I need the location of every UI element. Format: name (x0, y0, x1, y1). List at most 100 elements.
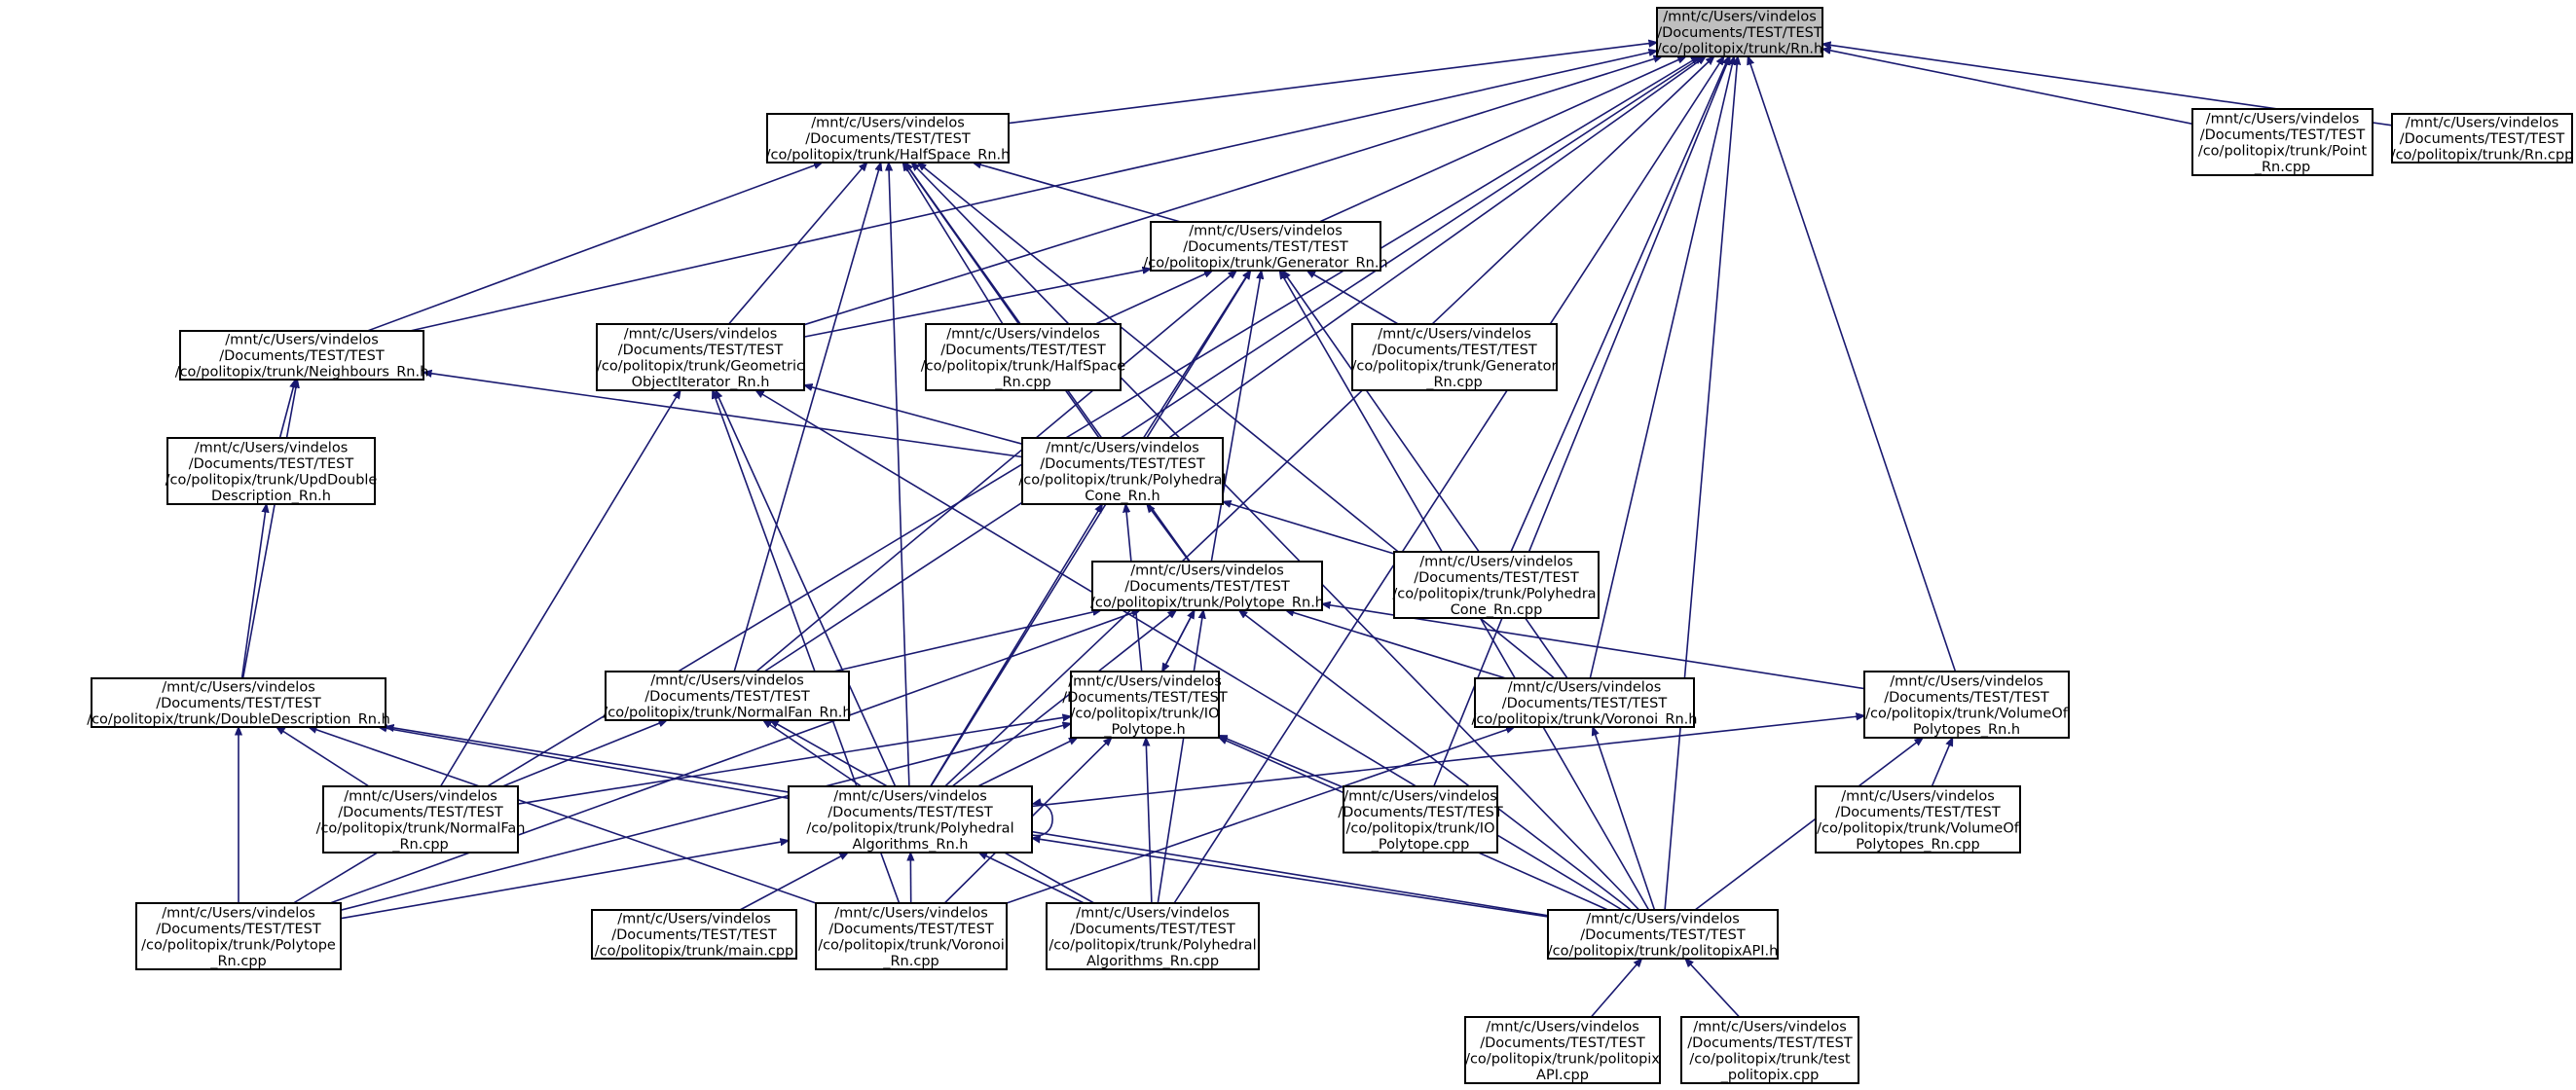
node-label-line: /Documents/TEST/TEST (1070, 922, 1235, 937)
node-box (925, 323, 1122, 391)
node-polytope-h[interactable]: /mnt/c/Users/vindelos/Documents/TEST/TES… (1090, 561, 1324, 611)
edge-polytope_cpp-to-polytope_h (329, 610, 1140, 904)
node-politopixapi-h[interactable]: /mnt/c/Users/vindelos/Documents/TEST/TES… (1547, 909, 1779, 960)
edge-main_cpp-to-polyalgo_h (739, 853, 848, 911)
node-label-line: API.cpp (1536, 1068, 1589, 1083)
edge-polytope_h-to-io_polytope_h (1162, 609, 1196, 672)
node-label-line: /co/politopix/trunk/Point (2198, 143, 2368, 159)
node-io-polytope-cpp[interactable]: /mnt/c/Users/vindelos/Documents/TEST/TES… (1338, 785, 1503, 854)
node-rn-cpp[interactable]: /mnt/c/Users/vindelos/Documents/TEST/TES… (2391, 113, 2574, 164)
edge-normalfan_cpp-to-doubledesc_h (276, 727, 370, 787)
edge-polytope_cpp-to-polyalgo_h (340, 841, 789, 920)
node-halfspace-cpp[interactable]: /mnt/c/Users/vindelos/Documents/TEST/TES… (921, 323, 1125, 391)
edge-normalfan_h-to-halfspace_h (733, 163, 881, 672)
node-label-line: /mnt/c/Users/vindelos (1046, 440, 1199, 455)
edge-polytope_h-to-generator_h (1210, 271, 1261, 563)
edge-politopixapi_h-to-volumeof_h (1694, 738, 1923, 911)
node-politopixapi-cpp[interactable]: /mnt/c/Users/vindelos/Documents/TEST/TES… (1464, 1016, 1661, 1084)
node-main-cpp[interactable]: /mnt/c/Users/vindelos/Documents/TEST/TES… (591, 909, 797, 960)
edge-normalfan_cpp-to-normalfan_h (502, 719, 667, 787)
node-rn-h[interactable]: /mnt/c/Users/vindelos/Documents/TEST/TES… (1656, 7, 1823, 57)
node-label-line: Polytopes_Rn.h (1913, 722, 2020, 738)
edge-politopixapi_h-to-voronoi_h (1593, 727, 1656, 911)
node-box (815, 902, 1008, 970)
node-label-line: /mnt/c/Users/vindelos (1068, 673, 1222, 689)
node-point-cpp[interactable]: /mnt/c/Users/vindelos/Documents/TEST/TES… (2191, 108, 2374, 176)
node-label-line: /Documents/TEST/TEST (1062, 690, 1228, 706)
node-box (788, 785, 1033, 854)
node-label-line: /Documents/TEST/TEST (1338, 805, 1503, 820)
edge-polyalgo_h-to-doubledesc_h (379, 727, 790, 800)
edge-volumeof_cpp-to-volumeof_h (1931, 738, 1954, 787)
node-label-line: /Documents/TEST/TEST (611, 927, 777, 943)
node-label-line: /mnt/c/Users/vindelos (1189, 224, 1343, 239)
node-geomiter-h[interactable]: /mnt/c/Users/vindelos/Documents/TEST/TES… (596, 323, 805, 391)
edge-voronoi_h-to-rn_h (1589, 56, 1734, 679)
node-box (1656, 7, 1823, 57)
node-normalfan-h[interactable]: /mnt/c/Users/vindelos/Documents/TEST/TES… (603, 671, 852, 721)
node-polycone-cpp[interactable]: /mnt/c/Users/vindelos/Documents/TEST/TES… (1392, 551, 1601, 619)
node-label-line: /Documents/TEST/TEST (1687, 1036, 1853, 1051)
node-label-line: /co/politopix/trunk/VolumeOf (1865, 706, 2069, 721)
node-label-line: /mnt/c/Users/vindelos (195, 440, 349, 455)
node-polyalgo-cpp[interactable]: /mnt/c/Users/vindelos/Documents/TEST/TES… (1046, 902, 1260, 970)
node-label-line: _Rn.cpp (2254, 160, 2311, 175)
node-upddouble-h[interactable]: /mnt/c/Users/vindelos/Documents/TEST/TES… (166, 437, 378, 505)
node-label-line: /mnt/c/Users/vindelos (1586, 912, 1740, 927)
node-doubledesc-h[interactable]: /mnt/c/Users/vindelos/Documents/TEST/TES… (87, 677, 390, 728)
node-volumeof-h[interactable]: /mnt/c/Users/vindelos/Documents/TEST/TES… (1863, 671, 2070, 739)
node-box (591, 909, 797, 960)
node-generator-cpp[interactable]: /mnt/c/Users/vindelos/Documents/TEST/TES… (1351, 323, 1558, 391)
edge-neighbours_h-to-rn_h (410, 51, 1657, 332)
node-label-line: /mnt/c/Users/vindelos (1343, 788, 1497, 804)
node-label-line: /Documents/TEST/TEST (805, 131, 971, 147)
node-label-line: /mnt/c/Users/vindelos (946, 326, 1100, 342)
node-box (166, 437, 376, 505)
node-label-line: /Documents/TEST/TEST (1884, 690, 2049, 706)
edge-politopixapi_cpp-to-politopixapi_h (1590, 959, 1641, 1018)
node-halfspace-h[interactable]: /mnt/c/Users/vindelos/Documents/TEST/TES… (766, 113, 1011, 164)
node-box (596, 323, 805, 391)
node-box (1547, 909, 1779, 960)
node-voronoi-cpp[interactable]: /mnt/c/Users/vindelos/Documents/TEST/TES… (815, 902, 1008, 970)
node-neighbours-h[interactable]: /mnt/c/Users/vindelos/Documents/TEST/TES… (175, 330, 429, 381)
node-label-line: /mnt/c/Users/vindelos (225, 333, 379, 348)
node-label-line: /co/politopix/trunk/test (1689, 1051, 1850, 1067)
edge-voronoi_h-to-polytope_h (1286, 610, 1507, 679)
node-label-line: /mnt/c/Users/vindelos (1663, 10, 1817, 25)
node-label-line: /Documents/TEST/TEST (1183, 239, 1348, 255)
edge-volumeof_h-to-rn_h (1748, 56, 1957, 672)
node-label-line: /Documents/TEST/TEST (644, 689, 810, 705)
node-box (1150, 221, 1381, 272)
node-label-line: /co/politopix/trunk/Generator_Rn.h (1143, 256, 1387, 272)
node-polyalgo-h[interactable]: /mnt/c/Users/vindelos/Documents/TEST/TES… (788, 785, 1033, 854)
node-volumeof-cpp[interactable]: /mnt/c/Users/vindelos/Documents/TEST/TES… (1815, 785, 2021, 854)
edge-polytope_h-to-polycone_h (1147, 504, 1191, 563)
node-label-line: /mnt/c/Users/vindelos (1841, 788, 1995, 804)
node-box (2391, 113, 2573, 164)
node-label-line: /Documents/TEST/TEST (156, 696, 321, 711)
node-label-line: Algorithms_Rn.cpp (1086, 954, 1219, 969)
node-io-polytope-h[interactable]: /mnt/c/Users/vindelos/Documents/TEST/TES… (1062, 671, 1228, 739)
node-label-line: /mnt/c/Users/vindelos (1508, 680, 1662, 696)
node-label-line: /co/politopix/trunk/Polytope (141, 937, 336, 953)
node-generator-h[interactable]: /mnt/c/Users/vindelos/Documents/TEST/TES… (1143, 221, 1388, 272)
edge-politopixapi_h-to-polyalgo_h (1032, 838, 1549, 918)
node-polytope-cpp[interactable]: /mnt/c/Users/vindelos/Documents/TEST/TES… (135, 902, 342, 970)
node-label-line: /mnt/c/Users/vindelos (833, 788, 987, 804)
edge-neighbours_h-to-halfspace_h (367, 163, 823, 332)
node-label-line: /co/politopix/trunk/Geometric (597, 358, 804, 374)
node-label-line: /co/politopix/trunk/Rn.cpp (2391, 148, 2574, 164)
node-label-line: /co/politopix/trunk/Polytope_Rn.h (1090, 596, 1324, 611)
node-label-line: /Documents/TEST/TEST (1502, 696, 1668, 711)
node-box (1815, 785, 2021, 854)
node-label-line: /co/politopix/trunk/Polyhedral (806, 820, 1013, 836)
node-label-line: /Documents/TEST/TEST (2200, 127, 2366, 143)
node-label-line: /co/politopix/trunk/UpdDouble (166, 472, 378, 488)
node-test-politopix-cpp[interactable]: /mnt/c/Users/vindelos/Documents/TEST/TES… (1680, 1016, 1859, 1084)
node-box (1343, 785, 1498, 854)
node-voronoi-h[interactable]: /mnt/c/Users/vindelos/Documents/TEST/TES… (1472, 677, 1698, 728)
node-normalfan-cpp[interactable]: /mnt/c/Users/vindelos/Documents/TEST/TES… (316, 785, 526, 854)
node-polycone-h[interactable]: /mnt/c/Users/vindelos/Documents/TEST/TES… (1018, 437, 1227, 505)
